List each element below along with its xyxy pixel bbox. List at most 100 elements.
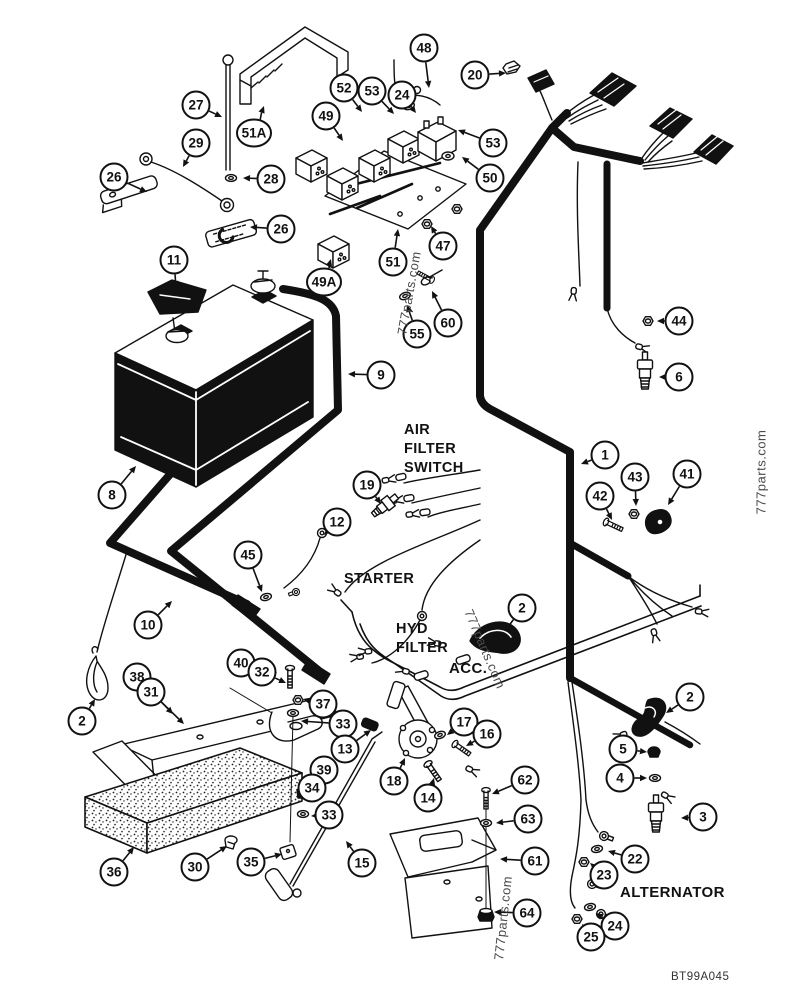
callout-33: 33 [301,709,358,739]
svg-text:34: 34 [304,781,320,796]
callout-61: 61 [500,846,550,876]
callout-25: 25 [576,922,606,952]
svg-text:6: 6 [675,370,683,385]
svg-text:12: 12 [329,515,344,530]
callout-18: 18 [379,758,409,796]
svg-text:15: 15 [354,856,370,871]
mount-bracket-cluster [224,664,379,861]
callout-42: 42 [585,481,615,520]
callout-43: 43 [620,462,650,506]
temperature-sender [636,351,654,390]
callout-44: 44 [657,306,694,336]
callout-3: 3 [681,802,718,832]
svg-text:53: 53 [364,84,380,99]
svg-text:43: 43 [627,470,643,485]
svg-text:49: 49 [318,109,333,124]
callout-63: 63 [496,804,543,834]
svg-text:2: 2 [686,690,694,705]
callout-27: 27 [181,90,222,120]
battery-cable-positive [167,285,342,674]
air-filter-switch-wires [326,469,481,664]
callout-23: 23 [589,860,619,890]
callout-51: 51 [378,229,408,277]
main-harness [476,109,694,749]
svg-text:23: 23 [596,868,612,883]
callout-30: 30 [180,846,227,882]
callout-1: 1 [581,440,620,470]
callout-2: 2 [505,593,537,631]
svg-text:28: 28 [263,172,279,187]
callout-31: 31 [136,677,184,724]
svg-text:53: 53 [485,136,501,151]
battery [114,270,314,488]
svg-text:29: 29 [188,136,203,151]
svg-text:14: 14 [420,791,436,806]
svg-text:36: 36 [106,865,122,880]
svg-text:11: 11 [167,253,182,268]
svg-text:26: 26 [106,170,122,185]
svg-text:24: 24 [607,919,623,934]
mount-plate-assembly [389,786,497,939]
callout-26: 26 [99,162,147,193]
svg-text:9: 9 [377,368,385,383]
callout-17: 17 [447,707,479,737]
watermark: 777parts.com [753,429,769,515]
callout-48: 48 [409,33,439,88]
callout-53: 53 [357,76,394,114]
callout-2: 2 [666,682,705,713]
svg-text:45: 45 [240,548,256,563]
svg-text:33: 33 [321,808,337,823]
svg-text:19: 19 [359,478,374,493]
svg-text:35: 35 [243,855,259,870]
callout-10: 10 [133,601,172,640]
callout-64: 64 [494,898,542,928]
cable-terminal [231,594,261,621]
svg-text:51: 51 [385,255,401,270]
svg-text:2: 2 [78,714,86,729]
svg-text:5: 5 [619,742,627,757]
callout-36: 36 [99,847,134,887]
callout-49: 49 [311,101,343,141]
svg-text:30: 30 [187,860,202,875]
callout-37: 37 [303,689,338,719]
hook-terminal-right [612,697,701,745]
svg-text:42: 42 [592,489,607,504]
callout-47: 47 [428,226,458,261]
svg-text:37: 37 [315,697,330,712]
svg-text:8: 8 [108,488,116,503]
svg-text:38: 38 [129,670,145,685]
harness-connectors [502,60,734,354]
svg-text:13: 13 [337,742,353,757]
callout-51A: 51A [236,106,272,148]
callout-49A: 49A [306,259,342,297]
svg-text:48: 48 [416,41,432,56]
callout-55: 55 [402,305,432,349]
callout-24: 24 [596,911,630,941]
svg-text:63: 63 [520,812,536,827]
svg-text:64: 64 [519,906,535,921]
svg-text:3: 3 [699,810,707,825]
svg-text:49A: 49A [312,275,337,290]
callout-34: 34 [297,773,327,803]
callout-6: 6 [659,362,694,392]
callout-11: 11 [159,245,189,288]
foam-mat [84,747,303,854]
callout-28: 28 [243,164,286,194]
svg-text:20: 20 [467,68,482,83]
svg-text:4: 4 [616,771,624,786]
svg-text:51A: 51A [242,126,267,141]
alternator-wires [567,681,676,924]
callout-8: 8 [97,466,136,510]
svg-text:61: 61 [527,854,543,869]
svg-text:22: 22 [627,852,642,867]
svg-text:60: 60 [440,316,455,331]
svg-text:62: 62 [517,773,532,788]
svg-text:24: 24 [394,88,410,103]
callout-22: 22 [608,844,650,874]
svg-text:39: 39 [316,763,331,778]
clamp-hardware-right [601,509,710,644]
label-alternator: ALTERNATOR [620,884,725,901]
callout-60: 60 [432,291,463,338]
